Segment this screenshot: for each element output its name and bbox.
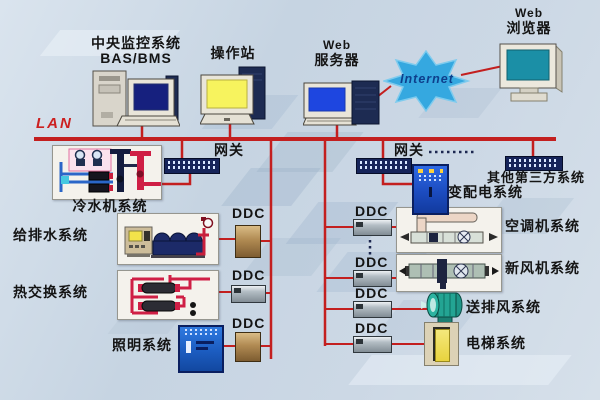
- lighting-cabinet-icon: [178, 325, 224, 373]
- cabinet-dots: [419, 179, 442, 181]
- cabinet-detail: [196, 341, 214, 344]
- ddc-controller: [235, 332, 261, 362]
- fresh-air-box: [396, 254, 502, 292]
- exhaust-fan-icon: [421, 292, 463, 326]
- web-server-label-line1: Web: [322, 38, 352, 52]
- fresh-air-equipment-icon: [399, 259, 499, 289]
- operator-station-label: 操作站: [210, 45, 256, 61]
- water-supply-label: 给排水系统: [13, 227, 88, 243]
- third-party-label: 其他第三方系统: [487, 170, 586, 185]
- web-browser-monitor-icon: [499, 43, 563, 102]
- water-supply-equipment-icon: [124, 217, 214, 258]
- cabinet-dots: [185, 329, 217, 331]
- central-station-label: 中央监控系统 BAS/BMS: [86, 36, 186, 66]
- ddc-controller: [353, 270, 392, 287]
- air-handling-label: 空调机系统: [505, 218, 580, 234]
- ddc-label: DDC: [355, 203, 389, 219]
- water-supply-box: [117, 213, 219, 265]
- web-server-label-line2: 服务器: [314, 52, 360, 68]
- ddc-label: DDC: [355, 320, 389, 336]
- heat-exchange-label: 热交换系统: [13, 284, 88, 300]
- ddc-label: DDC: [232, 315, 266, 331]
- lighting-label: 照明系统: [112, 337, 172, 353]
- chiller-label: 冷水机系统: [72, 198, 148, 214]
- central-station-label-line2: BAS/BMS: [100, 50, 172, 66]
- third-party-device: [505, 156, 563, 171]
- web-browser-label: Web 浏览器: [503, 6, 555, 36]
- lan-label: LAN: [36, 115, 73, 132]
- cabinet-handle: [429, 187, 432, 197]
- gateway-right-device: [356, 158, 412, 174]
- web-browser-label-line2: 浏览器: [506, 20, 552, 36]
- cabinet-dots: [419, 175, 442, 177]
- power-distribution-label: 变配电系统: [448, 184, 523, 200]
- ddc-label: DDC: [355, 285, 389, 301]
- elevator-door: [435, 329, 450, 362]
- power-cabinet-icon: [412, 164, 449, 215]
- internet-cloud: [383, 50, 471, 112]
- internet-label: Internet: [400, 72, 454, 86]
- ddc-label: DDC: [232, 205, 266, 221]
- elevator-icon: [424, 322, 459, 366]
- fresh-air-label: 新风机系统: [505, 260, 580, 276]
- web-browser-label-line1: Web: [514, 6, 544, 20]
- ddc-controller: [353, 301, 392, 318]
- gateway-right-label: 网关: [394, 142, 424, 158]
- cabinet-slot: [186, 341, 191, 353]
- ddc-controller: [231, 285, 266, 303]
- central-station-label-line1: 中央监控系统: [91, 35, 181, 51]
- gateway-left-label: 网关: [214, 142, 244, 158]
- chiller-system-box: [52, 145, 162, 200]
- cabinet-detail: [196, 347, 208, 350]
- web-server-label: Web 服务器: [312, 38, 362, 68]
- chiller-equipment-icon: [59, 148, 161, 193]
- operator-workstation-icon: [200, 66, 266, 125]
- elevator-label: 电梯系统: [466, 335, 526, 351]
- ddc-label: DDC: [232, 267, 266, 283]
- ddc-controller: [235, 225, 261, 258]
- ddc-controller: [353, 219, 392, 236]
- cabinet-dots: [185, 333, 217, 335]
- heat-exchange-box: [117, 270, 219, 320]
- central-workstation-icon: [92, 70, 180, 127]
- ddc-label: DDC: [355, 254, 389, 270]
- gateway-left-device: [164, 158, 220, 174]
- cabinet-lights: [418, 169, 443, 173]
- supply-exhaust-label: 送排风系统: [466, 299, 541, 315]
- web-server-icon: [303, 80, 380, 126]
- heat-exchange-equipment-icon: [130, 275, 210, 316]
- ddc-controller: [353, 336, 392, 353]
